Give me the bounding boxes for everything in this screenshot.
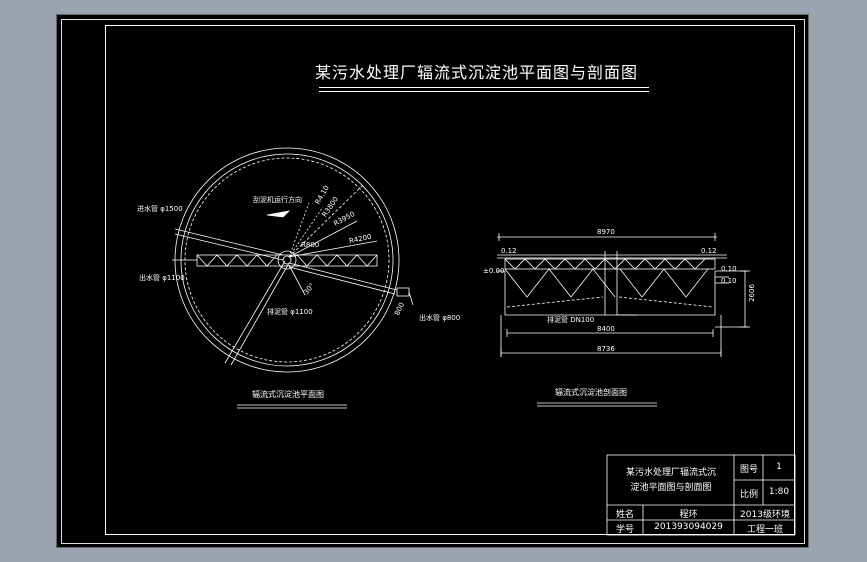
- scale-label: 比例: [739, 490, 758, 500]
- drawing-title: 某污水处理厂辐流式沉淀池平面图与剖面图: [315, 63, 639, 82]
- height-label: 2606: [747, 284, 756, 302]
- title-block-project-line2: 淀池平面图与剖面图: [630, 483, 712, 493]
- sludge-pipe-label: 排泥管 φ1100: [267, 308, 313, 316]
- tank-outer-wall: [174, 147, 400, 373]
- title-block-frame: [606, 454, 796, 536]
- center-well: [277, 250, 297, 270]
- student-id-label: 学号: [615, 525, 634, 535]
- title-block-project-line1: 某污水处理厂辐流式沉: [625, 468, 716, 478]
- name-label: 姓名: [615, 510, 634, 520]
- class-value-line2: 工程一班: [746, 525, 783, 535]
- drain-pipe-label: 出水管 φ800: [419, 314, 461, 322]
- flow-arrow: [266, 210, 291, 218]
- sludge-pipe: [224, 260, 290, 366]
- section-bridge: [504, 258, 716, 270]
- inner-width-label: 8400: [597, 325, 615, 333]
- drawing-linework: [172, 147, 796, 536]
- top-width-label: 8970: [597, 228, 615, 236]
- section-truss: [504, 268, 709, 298]
- inlet-pipe-label: 进水管 φ1500: [137, 205, 183, 213]
- right-mark-label-2: 0.10: [721, 277, 737, 285]
- level-mark-label: ±0.00: [483, 267, 505, 275]
- bridge-truss: [196, 254, 378, 267]
- outlet-pipe-label: 出水管 φ1100: [139, 274, 185, 282]
- drawing-frame: [105, 25, 795, 535]
- section-tank-wall: [504, 271, 716, 316]
- drain-valve: [396, 287, 410, 297]
- right-level-label: 0.12: [701, 247, 717, 255]
- section-sludge-label: 排泥管 DN100: [547, 316, 595, 324]
- drain-pipe: [288, 262, 398, 295]
- section-caption: 辐流式沉淀池剖面图: [555, 388, 627, 397]
- right-mark-label: 0.10: [721, 265, 737, 273]
- weir-channel: [184, 157, 390, 363]
- left-level-label: 0.12: [501, 247, 517, 255]
- tank-bottom-slope: [506, 296, 714, 308]
- drawing-no: 1: [776, 462, 782, 472]
- plan-caption: 辐流式沉淀池平面图: [252, 390, 324, 399]
- drawing-border: [61, 19, 805, 544]
- scale-value: 1:80: [768, 487, 790, 497]
- drain-outlet: [408, 291, 414, 306]
- outer-width-label: 8736: [597, 345, 615, 353]
- title-underline: [319, 87, 649, 88]
- name-value: 程环: [679, 510, 698, 520]
- drawing-sheet: 某污水处理厂辐流式沉淀池平面图与剖面图: [56, 14, 809, 548]
- student-id-value: 201393094029: [654, 522, 723, 532]
- title-underline-2: [319, 91, 649, 92]
- drawing-no-label: 图号: [739, 465, 758, 475]
- class-value: 2013级环境: [740, 510, 790, 520]
- radius-label-5: R800: [301, 241, 320, 249]
- inlet-pipe: [174, 228, 284, 261]
- flow-note: 刮泥机运行方向: [253, 196, 302, 204]
